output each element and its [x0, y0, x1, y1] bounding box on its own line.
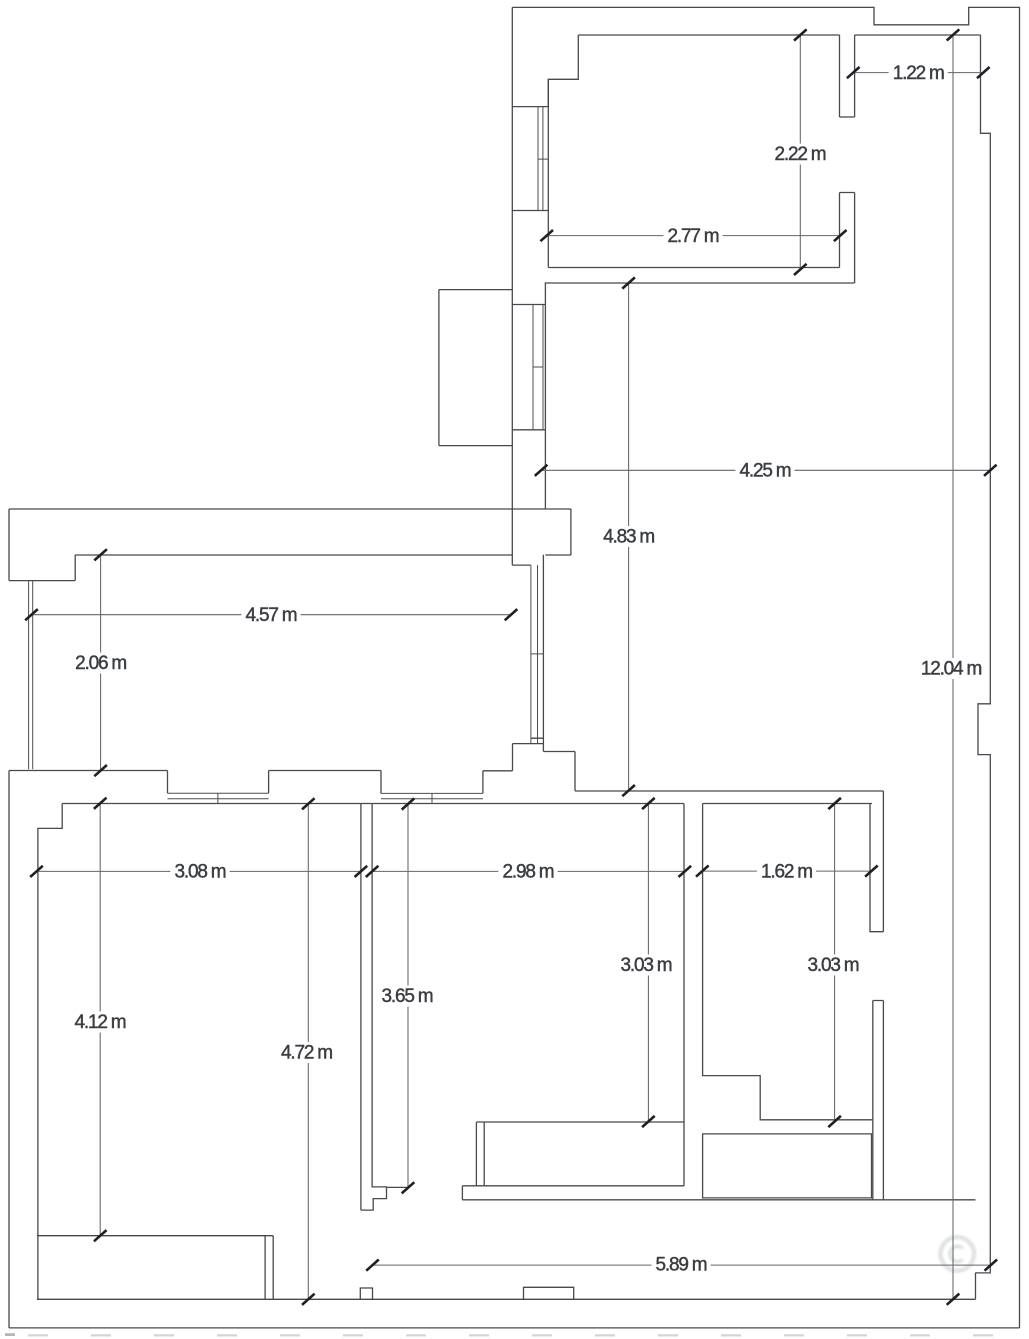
svg-text:1.62 m: 1.62 m — [761, 861, 812, 882]
svg-text:3.03 m: 3.03 m — [621, 955, 672, 976]
svg-text:5.89 m: 5.89 m — [656, 1255, 707, 1276]
svg-text:3.08 m: 3.08 m — [175, 862, 226, 883]
svg-text:2.06 m: 2.06 m — [75, 653, 126, 674]
svg-text:2.98 m: 2.98 m — [503, 862, 554, 883]
svg-text:4.12 m: 4.12 m — [75, 1012, 126, 1033]
svg-text:2.22 m: 2.22 m — [775, 144, 826, 165]
svg-text:12.04 m: 12.04 m — [921, 659, 982, 680]
svg-text:1.22 m: 1.22 m — [893, 63, 944, 84]
svg-text:3.65 m: 3.65 m — [382, 986, 433, 1007]
svg-text:3.03 m: 3.03 m — [808, 955, 859, 976]
svg-text:2.77 m: 2.77 m — [668, 226, 719, 247]
svg-text:4.83 m: 4.83 m — [603, 527, 654, 548]
svg-text:4.25 m: 4.25 m — [740, 461, 791, 482]
svg-text:4.72 m: 4.72 m — [281, 1043, 332, 1064]
svg-text:4.57 m: 4.57 m — [246, 605, 297, 626]
